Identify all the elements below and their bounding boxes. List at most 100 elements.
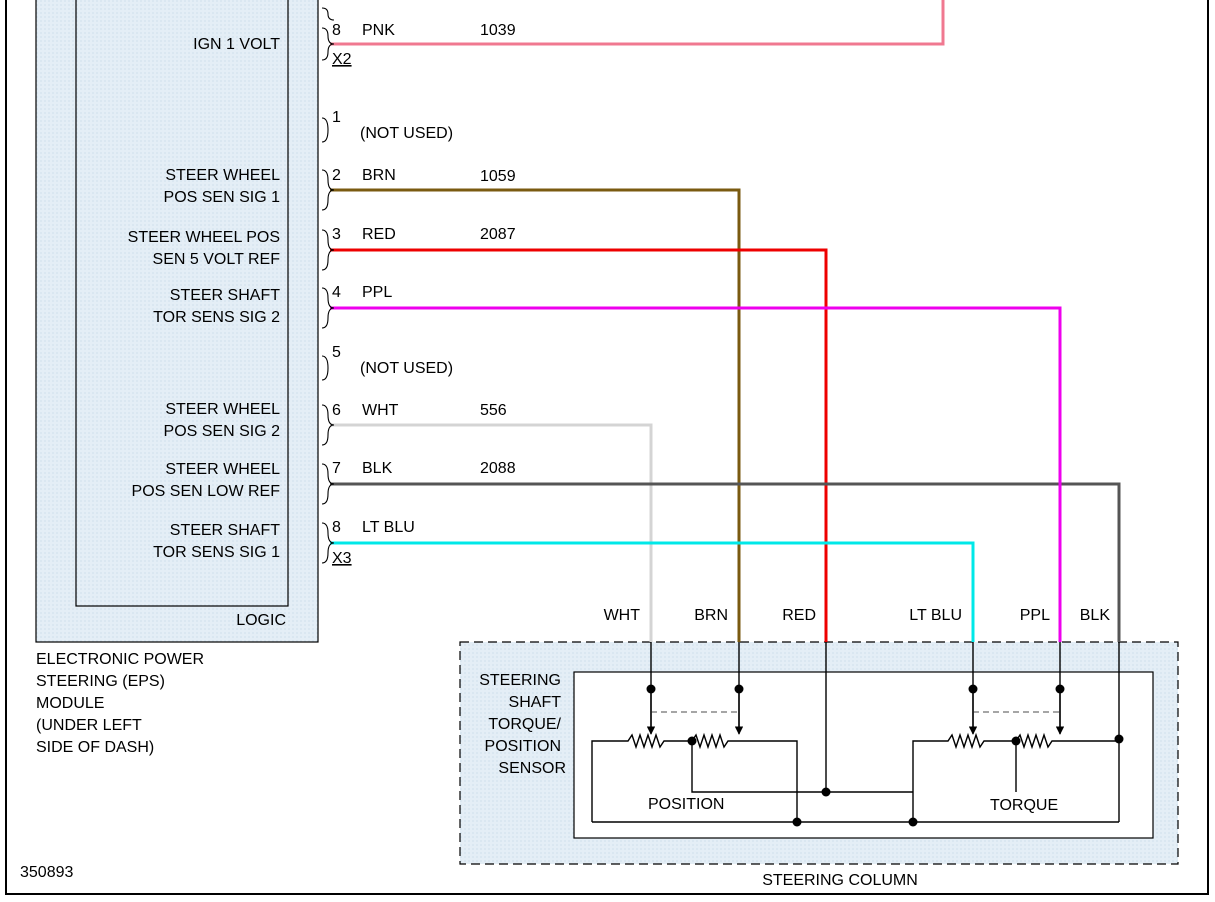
x3-pin-4: STEER SHAFT TOR SENS SIG 2 4 PPL (153, 284, 392, 326)
pin-function-label: IGN 1 VOLT (193, 36, 280, 53)
sensor-name-line: STEERING (479, 672, 561, 689)
steering-column-label: STEERING COLUMN (762, 872, 918, 889)
pin-function-label: STEER WHEEL (165, 401, 280, 418)
pin-number: 2 (332, 167, 341, 184)
wiper-arrows (646, 690, 1065, 735)
pin-number: 1 (332, 109, 341, 126)
pin-function-label: TOR SENS SIG 2 (153, 309, 280, 326)
wire-color-label: BLK (362, 460, 393, 477)
connector-braces (321, 7, 335, 564)
x3-pin4-brace (321, 287, 335, 329)
pin-function-label: POS SEN SIG 2 (164, 423, 281, 440)
junction-dot (968, 684, 978, 694)
pin-function-label: STEER SHAFT (170, 522, 280, 539)
x3-pin5-brace (321, 355, 329, 381)
pin-number: 8 (332, 519, 341, 536)
sensor-name: STEERING SHAFT TORQUE/ POSITION SENSOR (479, 672, 566, 777)
module-name-line: STEERING (EPS) (36, 673, 165, 690)
wire-color-label: BRN (362, 167, 396, 184)
circuit-number: 556 (480, 402, 507, 419)
x2-pin-8: IGN 1 VOLT 8 PNK 1039 (193, 22, 516, 53)
eps-module-name: ELECTRONIC POWER STEERING (EPS) MODULE (… (36, 651, 204, 756)
sensor-wire-label: RED (782, 607, 816, 624)
wire-color-label: (NOT USED) (360, 360, 453, 377)
module-name-line: MODULE (36, 695, 104, 712)
x3-pin8-brace (321, 522, 335, 564)
junction-dot (1055, 684, 1065, 694)
x3-pin2-brace (321, 169, 335, 211)
junction-dot (1114, 734, 1124, 744)
pin-number: 8 (332, 22, 341, 39)
x3-pin-1: 1 (NOT USED) (332, 109, 453, 142)
junction-dot (1011, 736, 1021, 746)
pin-number: 4 (332, 284, 341, 301)
pin-function-label: STEER WHEEL (165, 461, 280, 478)
sensor-wire-label: WHT (604, 607, 641, 624)
module-name-line: (UNDER LEFT (36, 717, 142, 734)
torque-resistor-network (912, 732, 1119, 822)
connector-x3-label: X3 (332, 550, 352, 567)
module-name-line: ELECTRONIC POWER (36, 651, 204, 668)
position-label: POSITION (648, 796, 724, 813)
page-frame (5, 0, 1209, 895)
x3-pin3-brace (321, 229, 335, 271)
position-ref-path (691, 741, 913, 793)
pin-function-label: STEER WHEEL POS (128, 229, 280, 246)
x3-pin-5: 5 (NOT USED) (332, 344, 453, 377)
sensor-body (573, 671, 1154, 839)
wire-color-label: RED (362, 226, 396, 243)
connector-x2-label: X2 (332, 51, 352, 68)
wires (330, 0, 1121, 642)
x2-pin8-brace (321, 27, 335, 61)
module-name-line: SIDE OF DASH) (36, 739, 154, 756)
x3-pin6-brace (321, 404, 335, 446)
x3-pin-2: STEER WHEEL POS SEN SIG 1 2 BRN 1059 (164, 167, 516, 206)
pin-number: 6 (332, 402, 341, 419)
wire-color-label: WHT (362, 402, 399, 419)
figure-id: 350893 (20, 864, 73, 881)
sensor-name-line: POSITION (485, 738, 561, 755)
sensor-wire-labels: WHT BRN RED LT BLU PPL BLK (604, 607, 1111, 624)
circuit-number: 1059 (480, 168, 516, 185)
wire-pnk-1039 (330, 0, 945, 46)
x3-pin7-brace (321, 463, 335, 505)
pin-number: 3 (332, 226, 341, 243)
circuit-number: 2088 (480, 460, 516, 477)
x3-pin1-brace (321, 117, 329, 143)
x3-pin-3: STEER WHEEL POS SEN 5 VOLT REF 3 RED 208… (128, 226, 516, 268)
x3-pin-8: STEER SHAFT TOR SENS SIG 1 8 LT BLU (153, 519, 415, 561)
wire-lt-blu (330, 541, 975, 642)
pin-function-label: STEER WHEEL (165, 167, 280, 184)
x3-pin-7: STEER WHEEL POS SEN LOW REF 7 BLK 2088 (132, 460, 516, 500)
pin-number: 5 (332, 344, 341, 361)
torque-label: TORQUE (990, 797, 1058, 814)
pin-number: 7 (332, 460, 341, 477)
x2-brace-top (321, 7, 335, 21)
wire-color-label: PPL (362, 284, 392, 301)
wire-brn-1059 (330, 188, 741, 642)
sensor-name-line: SHAFT (509, 694, 562, 711)
circuit-number: 1039 (480, 22, 516, 39)
wire-blk-2088 (330, 482, 1121, 642)
junction-dot (821, 787, 831, 797)
sensor-wire-label: BRN (694, 607, 728, 624)
pin-function-label: SEN 5 VOLT REF (153, 251, 281, 268)
x3-pin-6: STEER WHEEL POS SEN SIG 2 6 WHT 556 (164, 401, 507, 440)
wire-ppl (330, 306, 1062, 642)
position-resistor-network (591, 732, 798, 822)
circuit-number: 2087 (480, 226, 516, 243)
junction-dot (687, 736, 697, 746)
wire-color-label: LT BLU (362, 519, 415, 536)
sensor-name-line: TORQUE/ (488, 716, 561, 733)
pin-function-label: POS SEN SIG 1 (164, 189, 281, 206)
wire-red-2087 (330, 248, 828, 642)
junction-dot (646, 684, 656, 694)
pin-function-label: STEER SHAFT (170, 287, 280, 304)
pin-function-label: POS SEN LOW REF (132, 483, 281, 500)
wire-color-label: (NOT USED) (360, 125, 453, 142)
junction-dot (908, 817, 918, 827)
sensor-wire-label: PPL (1020, 607, 1050, 624)
logic-label: LOGIC (236, 612, 286, 629)
